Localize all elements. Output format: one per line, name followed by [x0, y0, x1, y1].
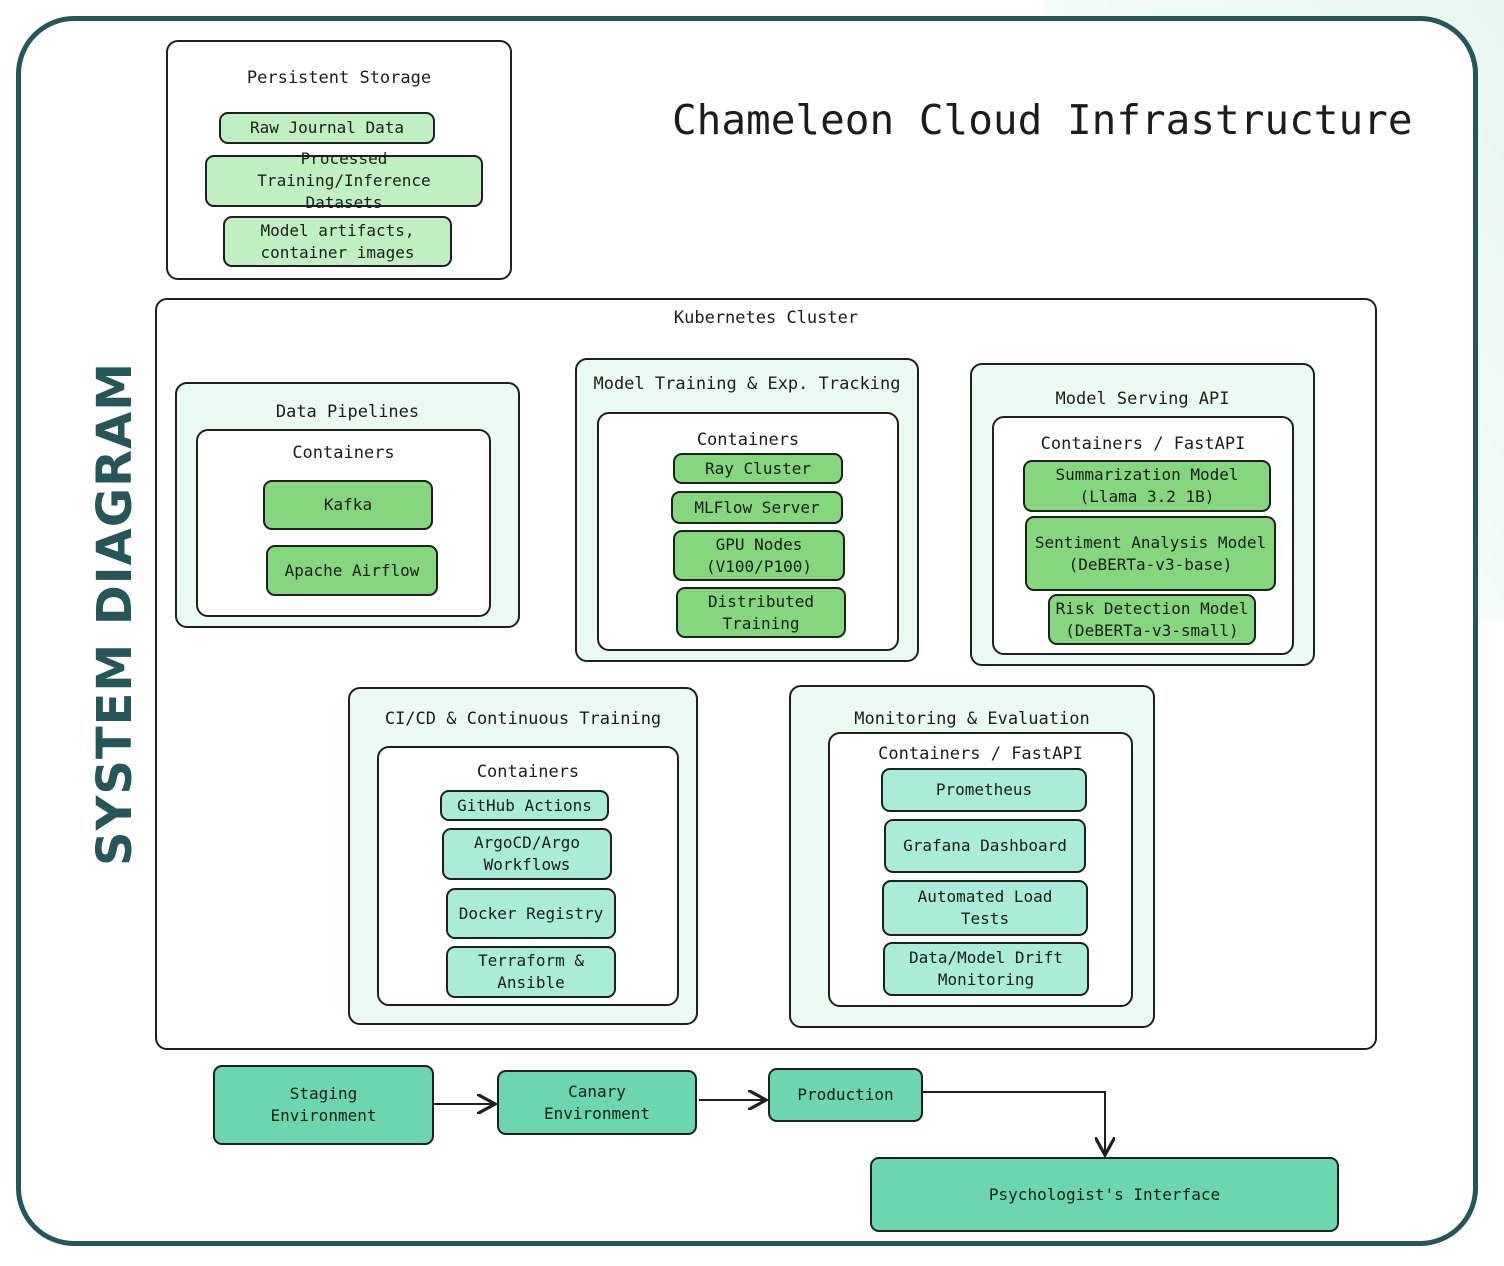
containers-fastapi-label: Containers / FastAPI [1040, 434, 1246, 454]
staging-environment-node: Staging Environment [213, 1065, 434, 1145]
containers-label: Containers [476, 762, 580, 782]
distributed-training-node: Distributed Training [676, 587, 846, 638]
raw-journal-data-node: Raw Journal Data [219, 112, 435, 144]
cicd-label: CI/CD & Continuous Training [384, 709, 662, 729]
arrow-production-to-interface [923, 1091, 1105, 1155]
model-serving-label: Model Serving API [1055, 389, 1230, 409]
sentiment-analysis-model-node: Sentiment Analysis Model (DeBERTa-v3-bas… [1025, 516, 1276, 591]
canary-environment-node: Canary Environment [497, 1070, 697, 1135]
psychologist-interface-node: Psychologist's Interface [870, 1157, 1339, 1232]
production-node: Production [768, 1068, 923, 1122]
summarization-model-node: Summarization Model (Llama 3.2 1B) [1023, 460, 1271, 512]
risk-detection-model-node: Risk Detection Model (DeBERTa-v3-small) [1048, 594, 1256, 645]
ray-cluster-node: Ray Cluster [673, 453, 843, 484]
containers-fastapi-label: Containers / FastAPI [878, 744, 1083, 764]
drift-monitoring-node: Data/Model Drift Monitoring [883, 942, 1089, 996]
docker-registry-node: Docker Registry [446, 888, 616, 939]
containers-label: Containers [292, 443, 395, 463]
kubernetes-cluster-label: Kubernetes Cluster [673, 308, 859, 328]
github-actions-node: GitHub Actions [440, 790, 609, 821]
argocd-workflows-node: ArgoCD/Argo Workflows [442, 828, 612, 880]
persistent-storage-label: Persistent Storage [246, 68, 432, 88]
containers-label: Containers [696, 430, 800, 450]
grafana-dashboard-node: Grafana Dashboard [884, 819, 1086, 873]
terraform-ansible-node: Terraform & Ansible [446, 946, 616, 998]
model-artifacts-node: Model artifacts, container images [223, 216, 452, 267]
monitoring-label: Monitoring & Evaluation [854, 709, 1090, 729]
diagram-title: Chameleon Cloud Infrastructure [672, 96, 1413, 144]
data-pipelines-label: Data Pipelines [275, 402, 420, 422]
gpu-nodes-node: GPU Nodes (V100/P100) [673, 530, 845, 581]
kafka-node: Kafka [263, 480, 433, 530]
model-training-label: Model Training & Exp. Tracking [593, 374, 901, 394]
prometheus-node: Prometheus [881, 768, 1087, 812]
mlflow-server-node: MLFlow Server [671, 491, 843, 524]
automated-load-tests-node: Automated Load Tests [882, 880, 1088, 936]
apache-airflow-node: Apache Airflow [266, 545, 438, 596]
